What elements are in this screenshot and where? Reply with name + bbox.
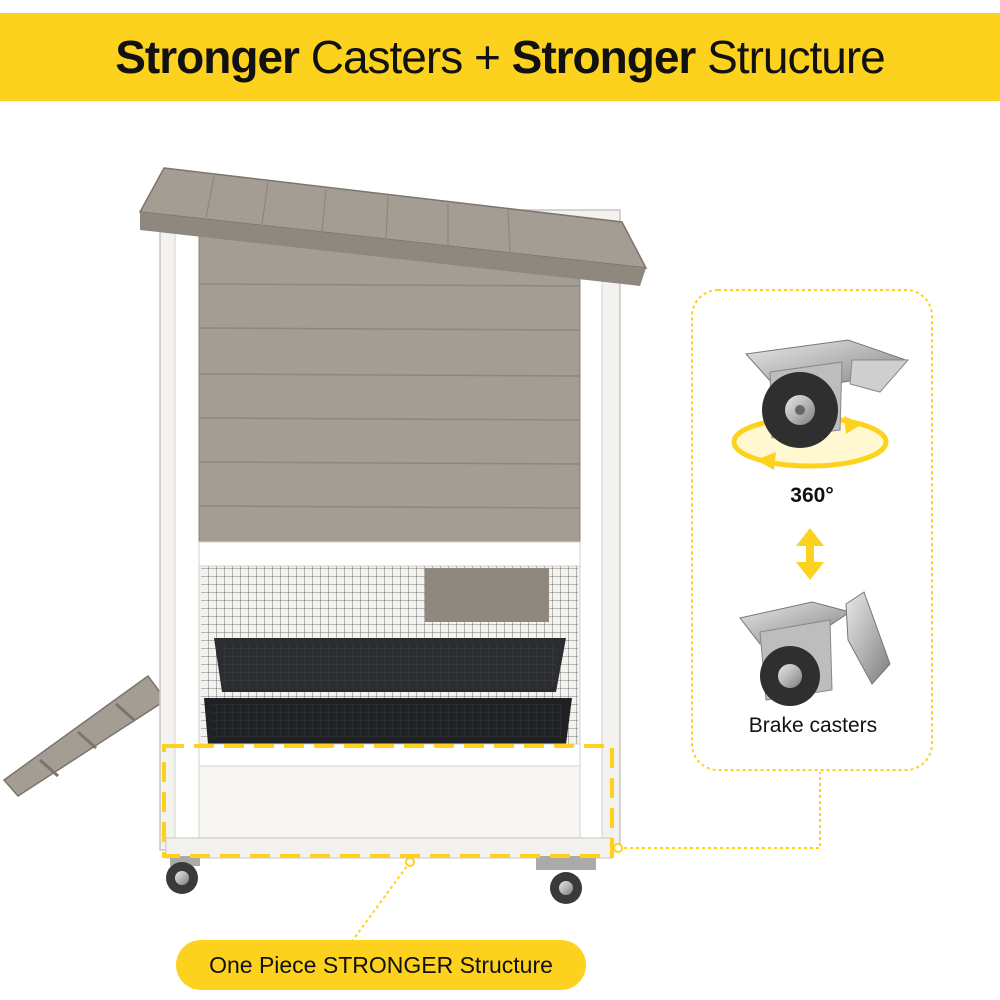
structure-label-connector [349, 861, 411, 945]
structure-highlight-box [162, 744, 614, 858]
ramp [2, 674, 168, 797]
structure-label: One Piece STRONGER Structure [209, 951, 553, 978]
structure-label-pill: One Piece STRONGER Structure [176, 940, 586, 990]
banner-title-structure: Structure [695, 31, 886, 83]
banner-title-strong-1: Stronger [115, 31, 300, 83]
brake-caster-icon [739, 591, 891, 706]
coop-caster-left [166, 856, 200, 894]
double-arrow-icon [796, 528, 824, 580]
brake-casters-label: Brake casters [748, 714, 878, 737]
banner-title-strong-2: Stronger [511, 31, 697, 83]
callout-connector [618, 772, 821, 849]
header-banner: Stronger Casters + Stronger Structure [0, 13, 1000, 101]
coop-caster-right [536, 856, 596, 904]
banner-title: Stronger Casters + Stronger Structure [115, 30, 886, 84]
caster-wheel-icon [745, 339, 910, 448]
banner-title-casters: Casters + [298, 31, 512, 83]
rotation-label: 360° [790, 484, 834, 507]
coop-body [138, 167, 648, 859]
